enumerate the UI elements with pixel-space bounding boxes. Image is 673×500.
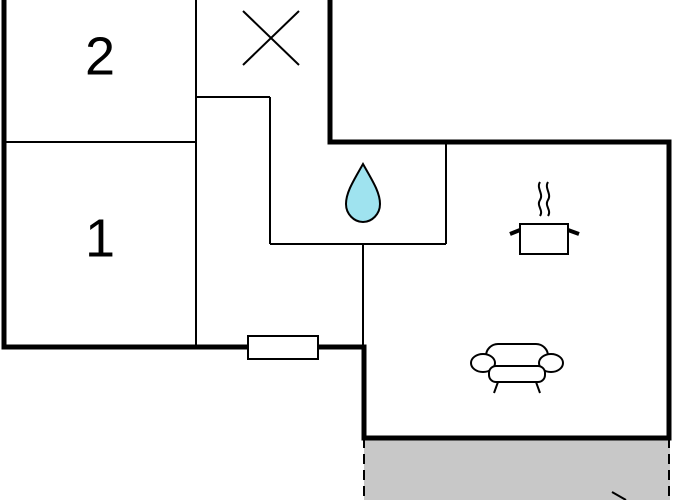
entrance-mat-icon [247, 335, 319, 360]
outer-walls [1, 0, 672, 441]
terrace-corner-mark [611, 491, 627, 500]
terrace-area [364, 438, 670, 500]
room-label-1: 1 [85, 208, 115, 268]
water-drop-icon [344, 161, 382, 224]
cross-icon [242, 10, 300, 66]
sofa-icon [470, 343, 564, 394]
room-label-2: 2 [85, 26, 115, 86]
cooking-pot-icon [509, 181, 580, 255]
interior-walls [4, 0, 447, 347]
